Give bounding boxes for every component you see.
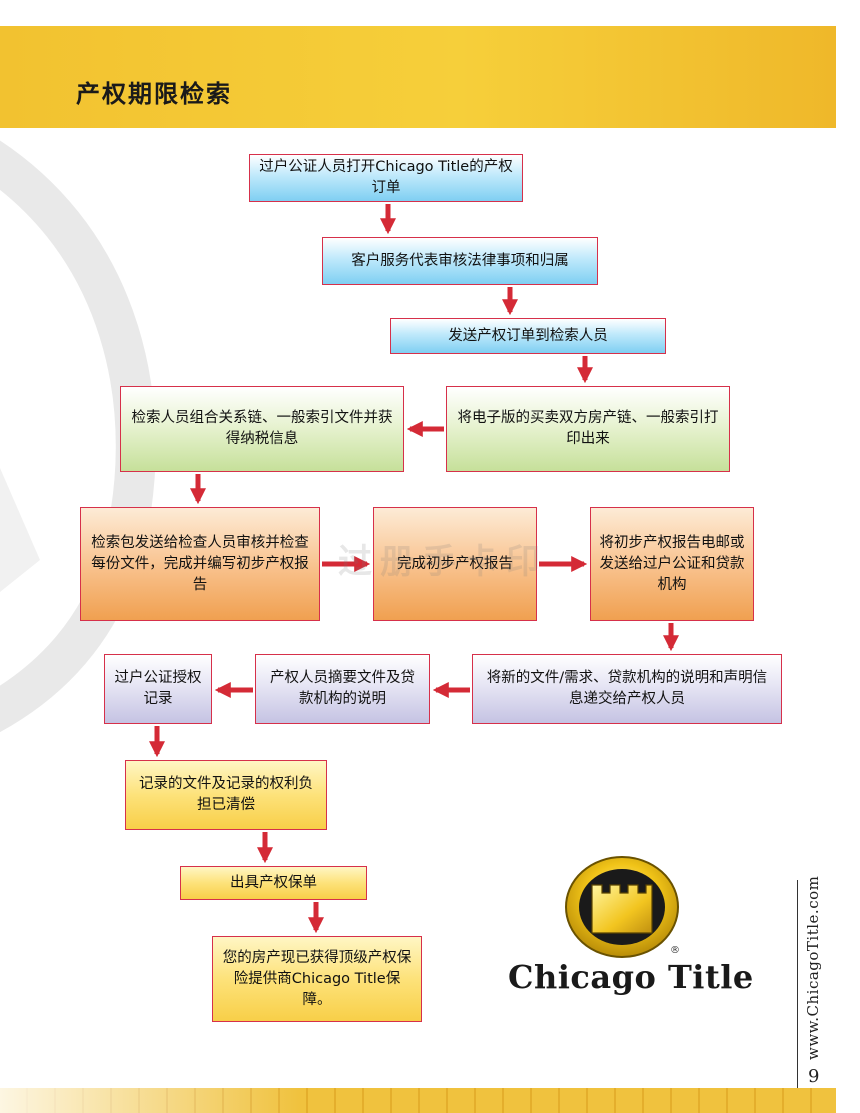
- registered-mark: ®: [670, 945, 680, 956]
- castle-icon: [591, 884, 653, 934]
- bottom-band-fade: [0, 1088, 300, 1113]
- flow-step-label: 将新的文件/需求、贷款机构的说明和声明信息递交给产权人员: [486, 670, 768, 707]
- flow-step-print-chain: 将电子版的买卖双方房产链、一般索引打印出来: [446, 386, 730, 472]
- page-title: 产权期限检索: [76, 80, 232, 108]
- flow-step-assemble-chain: 检索人员组合关系链、一般索引文件并获得纳税信息: [120, 386, 404, 472]
- side-url: www.ChicagoTitle.com: [804, 875, 822, 1060]
- flow-step-protected: 您的房产现已获得顶级产权保险提供商Chicago Title保障。: [212, 936, 422, 1022]
- flow-step-label: 将初步产权报告电邮或发送给过户公证和贷款机构: [599, 534, 745, 593]
- flow-step-label: 发送产权订单到检索人员: [448, 327, 608, 344]
- watermark: 过册手卡印: [338, 542, 548, 582]
- flow-step-send-to-searcher: 发送产权订单到检索人员: [390, 318, 666, 354]
- chicago-title-logo: [565, 856, 679, 958]
- flow-step-examine-package: 检索包发送给检查人员审核并检查每份文件，完成并编写初步产权报告: [80, 507, 320, 621]
- logo-wordmark: Chicago Title: [508, 958, 754, 996]
- flow-step-label: 检索人员组合关系链、一般索引文件并获得纳税信息: [131, 410, 393, 447]
- page-number: 9: [808, 1066, 820, 1087]
- flow-step-label: 将电子版的买卖双方房产链、一般索引打印出来: [457, 410, 719, 447]
- side-divider: [797, 880, 798, 1088]
- flow-step-label: 出具产权保单: [230, 874, 317, 891]
- flow-step-label: 完成初步产权报告: [397, 555, 513, 572]
- flow-step-label: 检索包发送给检查人员审核并检查每份文件，完成并编写初步产权报告: [91, 534, 309, 593]
- flow-step-label: 过户公证授权记录: [114, 670, 202, 707]
- flow-step-label: 客户服务代表审核法律事项和归属: [351, 252, 569, 269]
- flow-step-label: 您的房产现已获得顶级产权保险提供商Chicago Title保障。: [222, 949, 412, 1008]
- flow-step-authorize-recording: 过户公证授权记录: [104, 654, 212, 724]
- flow-step-label: 过户公证人员打开Chicago Title的产权订单: [259, 159, 513, 196]
- flow-step-email-report: 将初步产权报告电邮或发送给过户公证和贷款机构: [590, 507, 754, 621]
- flow-step-issue-policy: 出具产权保单: [180, 866, 367, 900]
- flow-step-label: 记录的文件及记录的权利负担已清偿: [139, 776, 313, 813]
- flow-step-open-order: 过户公证人员打开Chicago Title的产权订单: [249, 154, 523, 202]
- flow-step-label: 产权人员摘要文件及贷款机构的说明: [270, 670, 415, 707]
- flow-step-abstract-docs: 产权人员摘要文件及贷款机构的说明: [255, 654, 430, 724]
- flow-step-encumbrances-cleared: 记录的文件及记录的权利负担已清偿: [125, 760, 327, 830]
- flow-step-review-legal: 客户服务代表审核法律事项和归属: [322, 237, 598, 285]
- flow-step-submit-docs: 将新的文件/需求、贷款机构的说明和声明信息递交给产权人员: [472, 654, 782, 724]
- flow-step-complete-report: 完成初步产权报告: [373, 507, 537, 621]
- header-band: [0, 26, 836, 128]
